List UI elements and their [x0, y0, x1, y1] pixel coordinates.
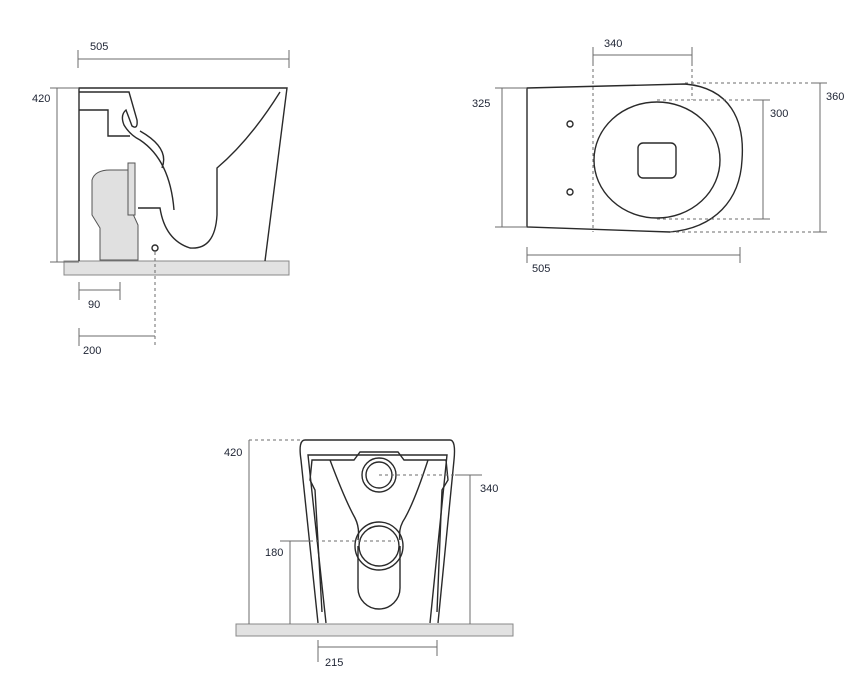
top-seat — [593, 101, 721, 219]
top-view: 340 325 300 360 505 — [472, 38, 844, 275]
top-fixing-hole — [566, 120, 574, 128]
top-depth-label: 325 — [472, 98, 490, 110]
top-depth-dim — [495, 87, 527, 228]
front-bowl-lines — [329, 459, 429, 541]
side-width-label: 505 — [90, 41, 108, 53]
side-floor — [63, 260, 290, 276]
front-outlet-inner — [358, 525, 400, 567]
top-overall-depth-dim — [813, 82, 827, 233]
top-seat-guides — [592, 63, 693, 232]
front-inlet-dim — [455, 474, 482, 624]
front-body-outer — [299, 439, 456, 624]
top-seat-depth-label: 300 — [770, 108, 788, 120]
front-height-label: 420 — [224, 447, 242, 459]
side-height-label: 420 — [32, 93, 50, 105]
front-view: 420 340 180 215 — [224, 439, 514, 669]
front-cavity — [309, 451, 449, 613]
top-fixing-hole — [566, 188, 574, 196]
side-drain-dim — [78, 328, 155, 346]
side-fixing-hole — [151, 244, 159, 252]
side-height-dim — [50, 87, 79, 263]
side-trap — [138, 91, 281, 249]
side-pipe-flange — [127, 162, 136, 216]
front-outlet-label: 180 — [265, 547, 283, 559]
top-seat-offset-label: 340 — [604, 38, 622, 50]
top-length-dim — [526, 247, 741, 263]
front-inlet-label: 340 — [480, 483, 498, 495]
front-inlet-outer — [361, 457, 397, 493]
side-width-dim — [77, 50, 290, 68]
top-seat-depth-guides — [657, 99, 756, 220]
top-overall-depth-label: 360 — [826, 91, 844, 103]
front-body-inner — [307, 454, 448, 624]
top-body-outline — [526, 83, 744, 233]
side-view: 505 420 90 200 — [32, 41, 290, 357]
front-floor — [235, 623, 514, 637]
side-offset-dim — [78, 282, 121, 300]
front-base-width-dim — [317, 640, 438, 662]
side-drain-label: 200 — [83, 345, 101, 357]
top-seat-depth-dim — [756, 99, 770, 220]
top-length-label: 505 — [532, 263, 550, 275]
front-outlet-dim — [280, 540, 310, 624]
top-seat-offset-dim — [592, 47, 693, 63]
side-rim-detail — [79, 91, 175, 211]
front-base-width-label: 215 — [325, 657, 343, 669]
top-lid-square — [637, 142, 677, 179]
side-offset-label: 90 — [88, 299, 100, 311]
side-body-outline — [78, 87, 288, 262]
front-outlet-outer — [354, 521, 404, 571]
front-outlet-slot — [357, 546, 401, 610]
